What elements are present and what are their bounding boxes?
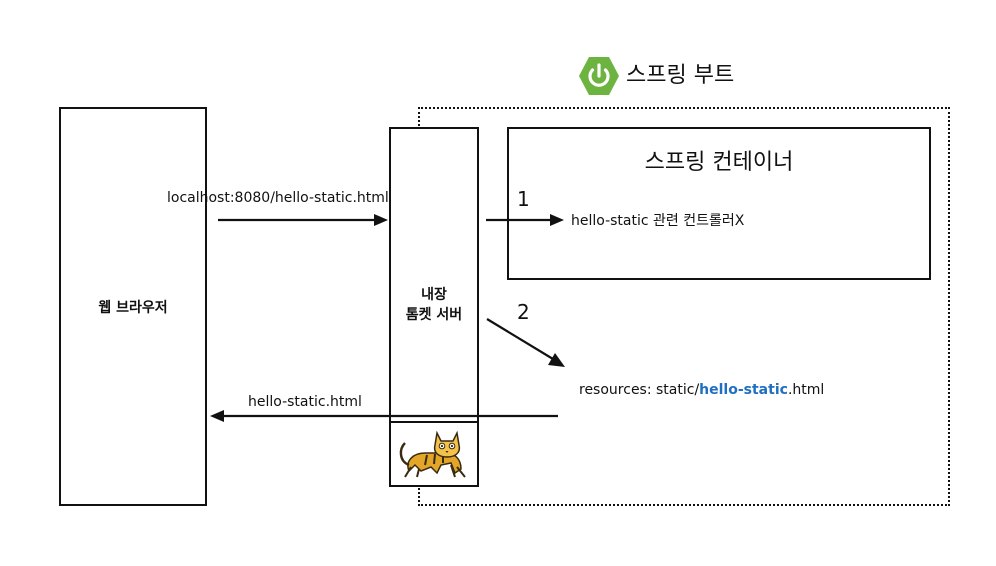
tomcat-divider	[391, 421, 477, 423]
controller-label: hello-static 관련 컨트롤러X	[571, 213, 745, 229]
spring-container-box: 스프링 컨테이너 hello-static 관련 컨트롤러X	[507, 127, 931, 280]
web-browser-box: 웹 브라우저	[59, 107, 207, 506]
resources-path: resources: static/hello-static.html	[579, 382, 824, 398]
power-icon	[579, 57, 619, 95]
tomcat-cat-icon	[399, 430, 466, 478]
request-arrowhead	[374, 214, 388, 226]
resources-highlight: hello-static	[699, 382, 788, 398]
step2-label: 2	[517, 300, 530, 324]
spring-boot-label: 스프링 부트	[626, 63, 735, 88]
resources-prefix: resources: static/	[579, 382, 700, 398]
request-url-label: localhost:8080/hello-static.html	[167, 190, 389, 206]
spring-container-title: 스프링 컨테이너	[644, 150, 794, 175]
response-label: hello-static.html	[248, 394, 362, 410]
response-arrowhead	[210, 410, 224, 422]
tomcat-label-line1: 내장	[421, 287, 447, 303]
tomcat-server-box: 내장 톰켓 서버	[389, 127, 479, 487]
tomcat-label-line2: 톰켓 서버	[405, 307, 463, 323]
resources-suffix: .html	[787, 382, 825, 398]
spring-boot-header: 스프링 부트	[578, 56, 778, 96]
web-browser-label: 웹 브라우저	[98, 300, 168, 316]
step1-label: 1	[517, 187, 530, 211]
